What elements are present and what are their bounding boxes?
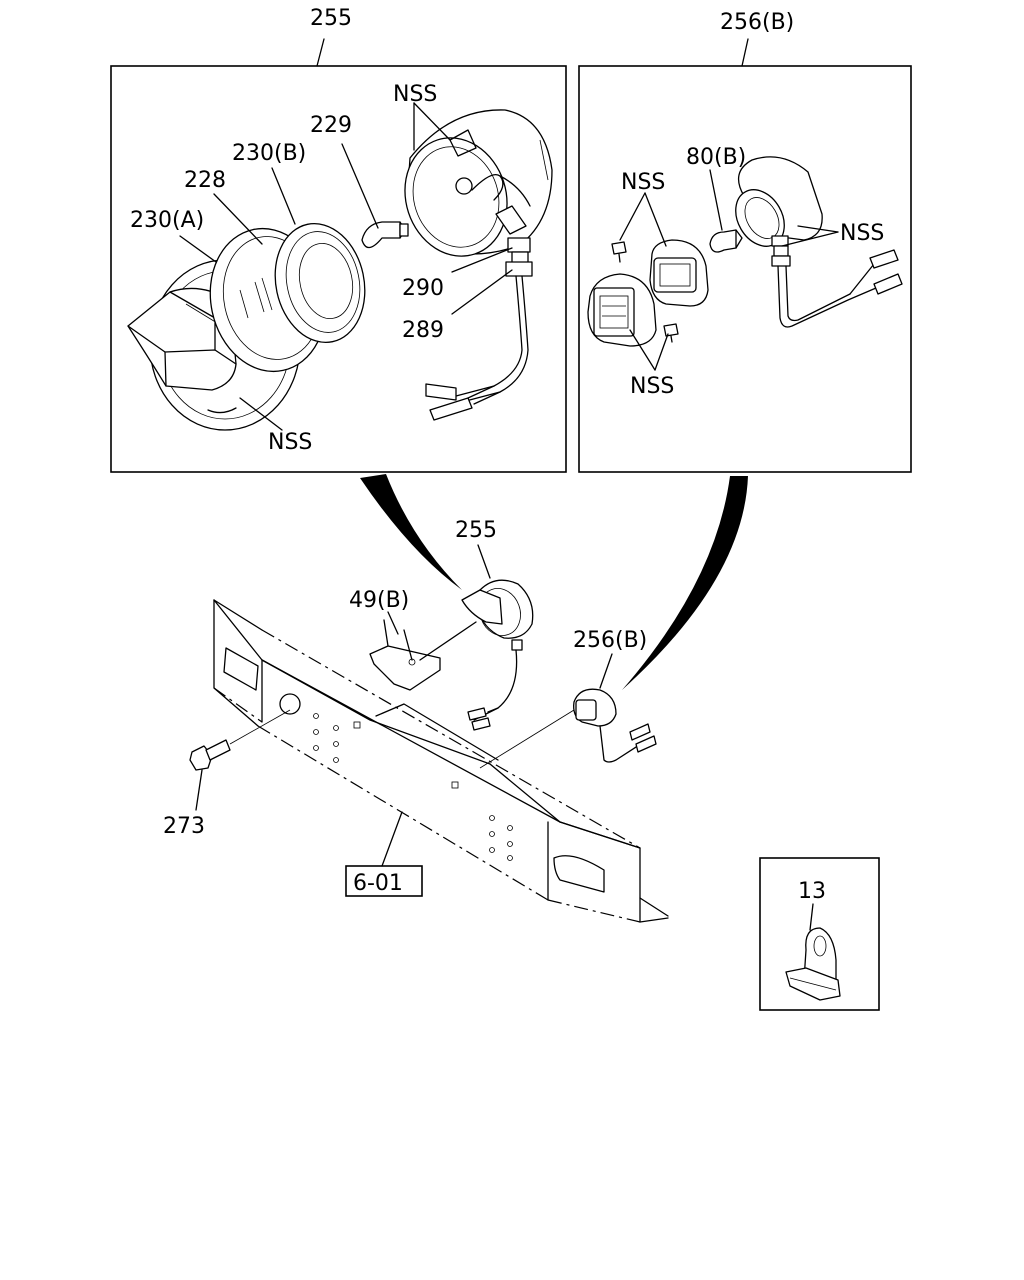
label-nss-4: NSS <box>840 221 884 246</box>
clip-13 <box>785 927 841 1001</box>
callout-arrow-right <box>622 476 748 690</box>
label-80b: 80(B) <box>686 145 746 170</box>
screws <box>611 241 679 343</box>
label-230b: 230(B) <box>232 141 306 166</box>
label-nss-1: NSS <box>393 82 437 107</box>
label-273: 273 <box>163 814 205 839</box>
label-255-top: 255 <box>310 6 352 31</box>
label-255-mid: 255 <box>455 518 497 543</box>
label-13: 13 <box>798 879 826 904</box>
bumper-holes <box>313 713 513 861</box>
bolt-273 <box>189 709 291 811</box>
label-256b-top: 256(B) <box>720 10 794 35</box>
marker-lamp-body <box>735 156 903 328</box>
label-290: 290 <box>402 276 444 301</box>
detail-box-13: 13 <box>759 857 880 1011</box>
bracket-49b <box>369 619 477 691</box>
detail-box-255: 255 NSS 229 230(B) 228 230(A) 290 289 NS… <box>110 6 567 473</box>
bulb-80b <box>709 229 743 253</box>
label-228: 228 <box>184 168 226 193</box>
mounted-marker-256b <box>479 688 657 769</box>
label-6-01: 6-01 <box>353 871 403 896</box>
lamp-reflector-230b <box>274 222 366 344</box>
label-nss-2: NSS <box>268 430 312 455</box>
label-256b-mid: 256(B) <box>573 628 647 653</box>
lamp-housing <box>404 109 553 257</box>
label-229: 229 <box>310 113 352 138</box>
label-289: 289 <box>402 318 444 343</box>
reference-6-01: 6-01 <box>345 865 423 897</box>
detail-box-256b: 256(B) 80(B) NSS NSS NSS <box>578 10 912 473</box>
label-nss-3: NSS <box>621 170 665 195</box>
marker-lens <box>649 239 709 307</box>
lamp-wire-harness <box>425 237 533 421</box>
bumper-assembly <box>213 599 669 923</box>
marker-bezel <box>587 273 657 347</box>
mounted-lamp-255 <box>461 579 534 731</box>
callout-arrow-left <box>360 474 462 590</box>
label-nss-5: NSS <box>630 374 674 399</box>
label-230a: 230(A) <box>130 208 204 233</box>
bulb-229 <box>361 221 409 249</box>
label-49b: 49(B) <box>349 588 409 613</box>
